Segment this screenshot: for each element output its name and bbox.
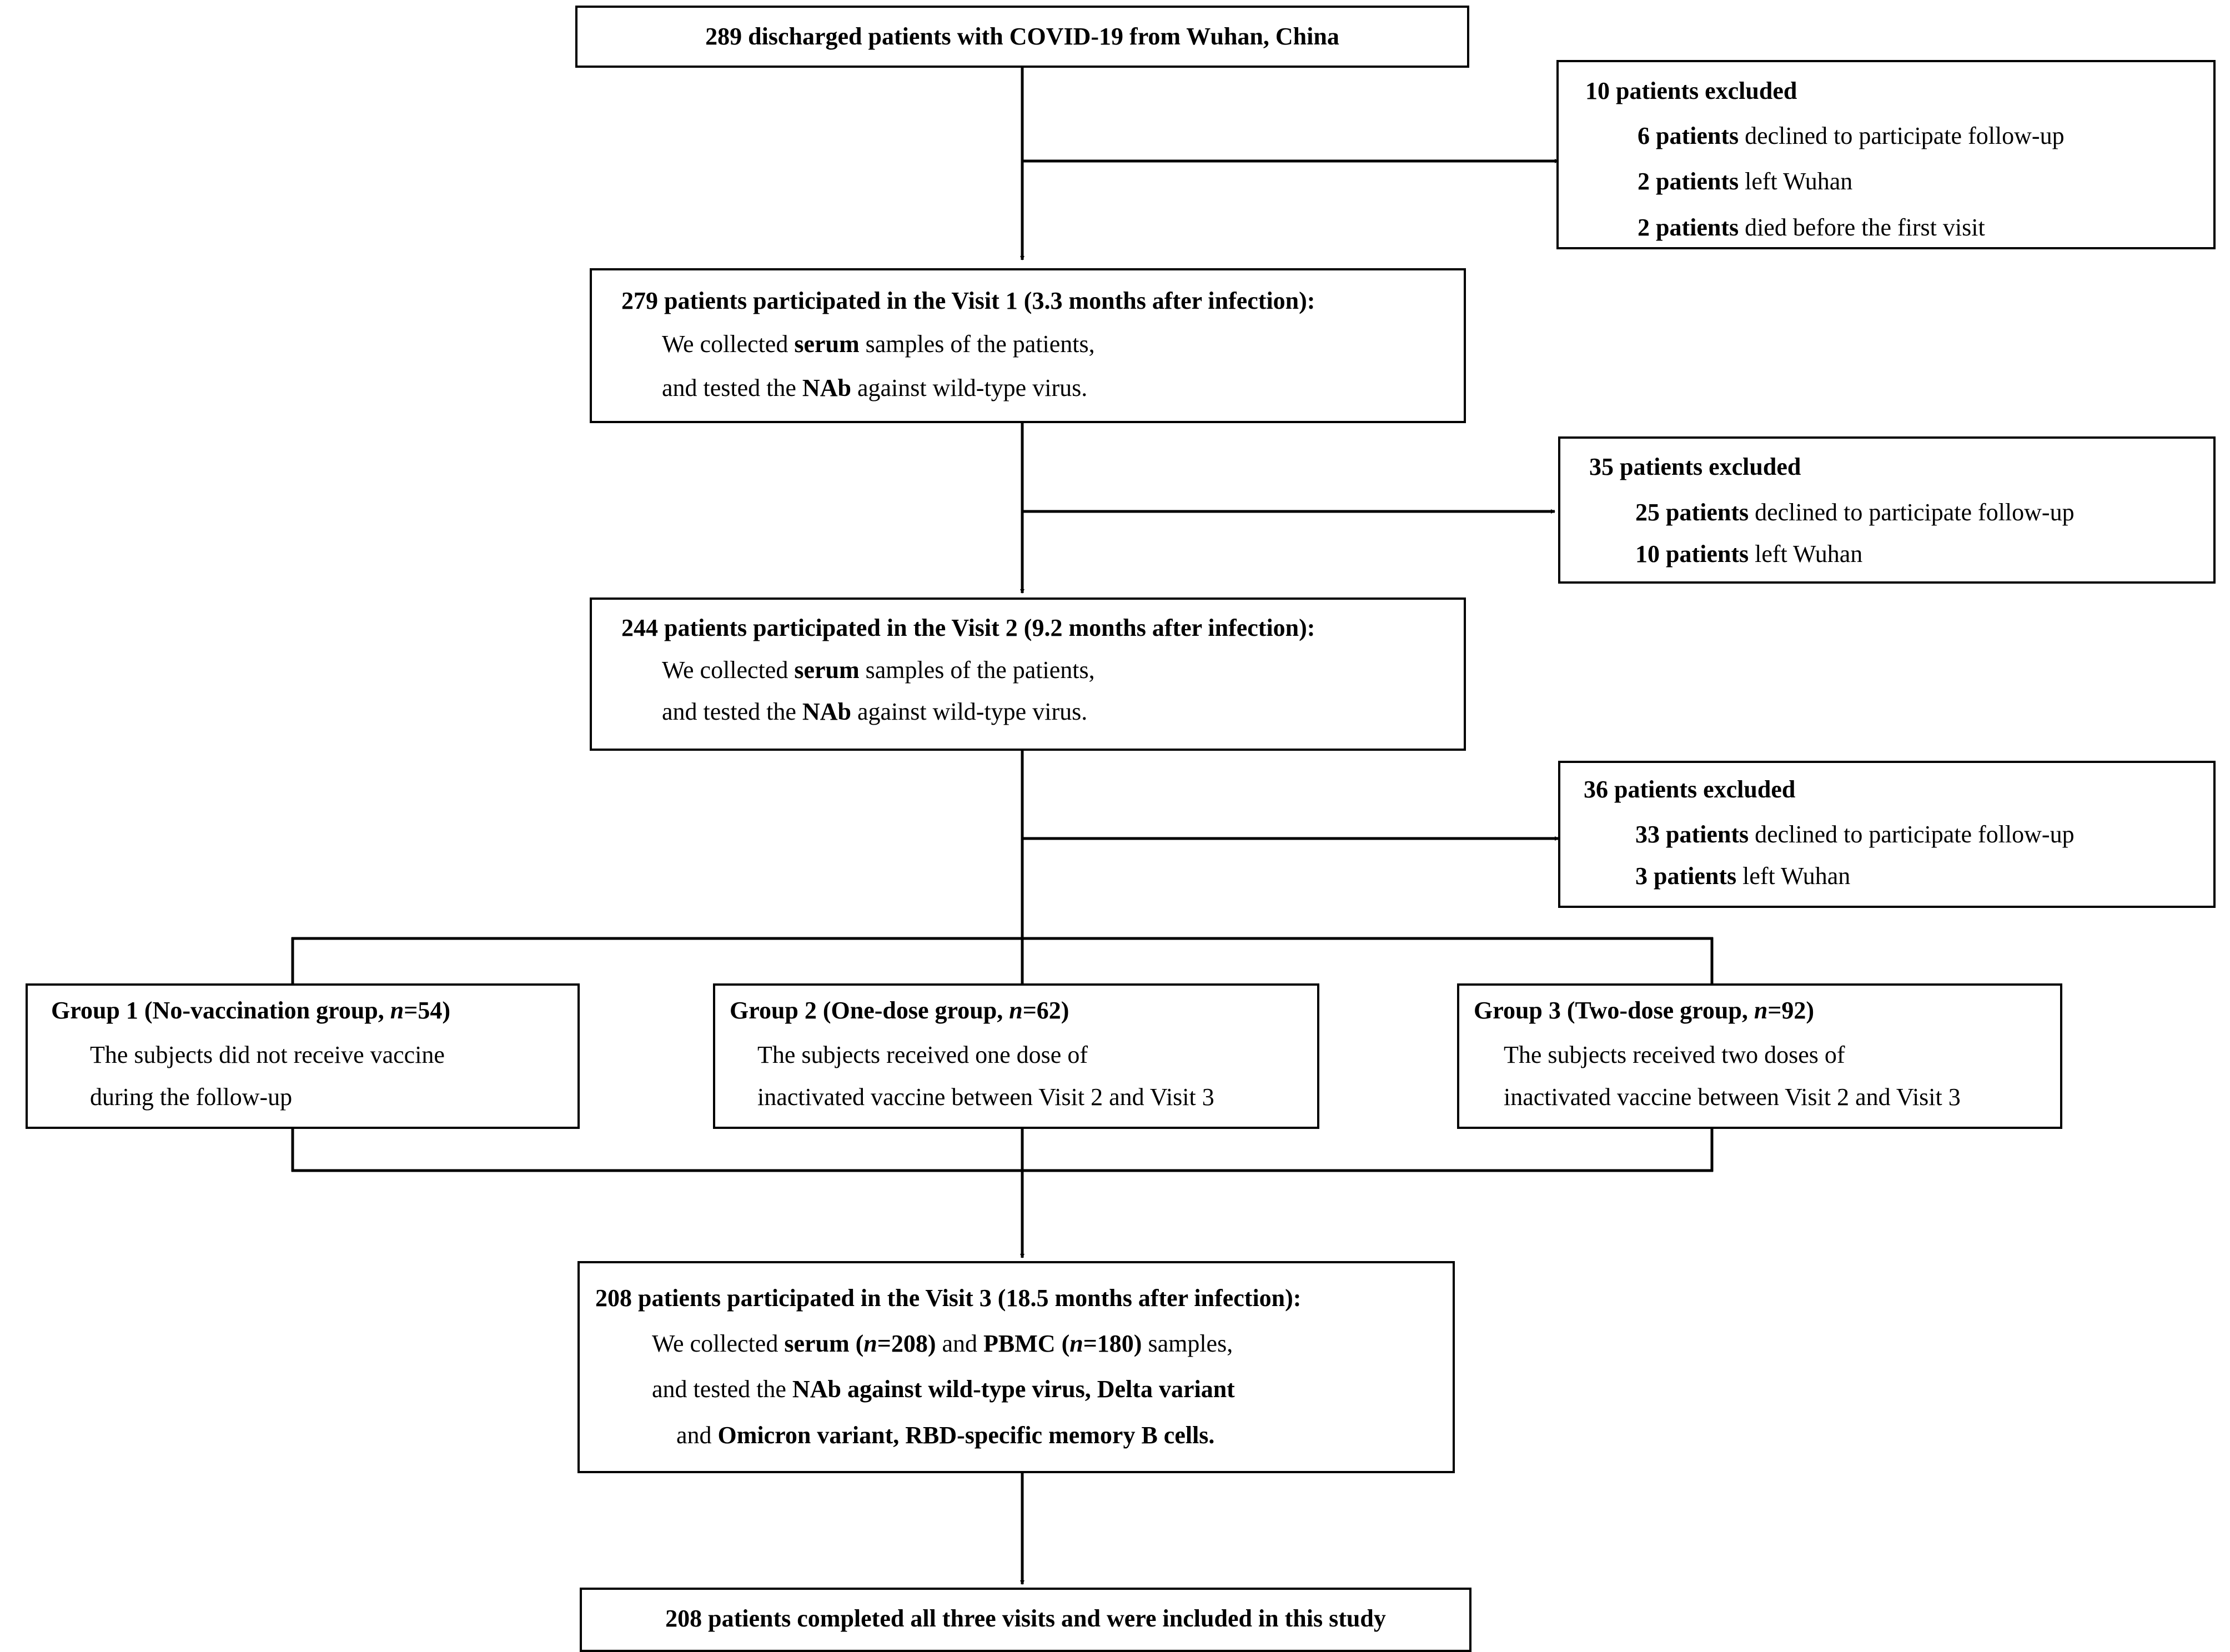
visit-2-line: and tested the NAb against wild-type vir… [662,698,1088,725]
visit-2-box: 244 patients participated in the Visit 2… [590,597,1466,751]
exclusion-3-item: 33 patients declined to participate foll… [1635,821,2075,848]
exclusion-2-item: 25 patients declined to participate foll… [1635,499,2075,526]
group-1-title: Group 1 (No-vaccination group, n=54) [51,997,450,1024]
exclusion-1-item: 2 patients died before the first visit [1638,214,1985,241]
start-box-text: 289 discharged patients with COVID-19 fr… [705,23,1339,50]
exclusion-box-2: 35 patients excluded 25 patients decline… [1558,436,2216,584]
group-1-line: The subjects did not receive vaccine [90,1041,445,1068]
visit-3-line: and tested the NAb against wild-type vir… [652,1375,1235,1403]
group-3-box: Group 3 (Two-dose group, n=92) The subje… [1457,983,2062,1129]
group-3-line: inactivated vaccine between Visit 2 and … [1504,1083,1961,1111]
group-2-title: Group 2 (One-dose group, n=62) [730,997,1069,1024]
exclusion-2-title: 35 patients excluded [1589,453,1801,480]
group-1-line: during the follow-up [90,1083,293,1111]
exclusion-3-item: 3 patients left Wuhan [1635,862,1851,890]
visit-2-title: 244 patients participated in the Visit 2… [621,614,1315,641]
exclusion-1-title: 10 patients excluded [1585,77,1797,104]
start-box: 289 discharged patients with COVID-19 fr… [575,6,1469,68]
visit-3-line: and Omicron variant, RBD-specific memory… [676,1422,1215,1449]
visit-1-line: We collected serum samples of the patien… [662,330,1095,358]
visit-3-box: 208 patients participated in the Visit 3… [577,1261,1455,1473]
group-1-box: Group 1 (No-vaccination group, n=54) The… [26,983,580,1129]
group-2-line: The subjects received one dose of [757,1041,1088,1068]
visit-1-title: 279 patients participated in the Visit 1… [621,287,1315,314]
exclusion-3-title: 36 patients excluded [1584,776,1796,803]
final-box-text: 208 patients completed all three visits … [665,1605,1386,1632]
group-2-box: Group 2 (One-dose group, n=62) The subje… [713,983,1319,1129]
group-2-line: inactivated vaccine between Visit 2 and … [757,1083,1214,1111]
exclusion-box-1: 10 patients excluded 6 patients declined… [1556,60,2216,249]
visit-3-line: We collected serum (n=208) and PBMC (n=1… [652,1330,1233,1357]
exclusion-box-3: 36 patients excluded 33 patients decline… [1558,761,2216,908]
visit-1-box: 279 patients participated in the Visit 1… [590,268,1466,423]
visit-3-title: 208 patients participated in the Visit 3… [595,1284,1302,1312]
group-3-title: Group 3 (Two-dose group, n=92) [1474,997,1815,1024]
visit-2-line: We collected serum samples of the patien… [662,656,1095,684]
group-3-line: The subjects received two doses of [1504,1041,1845,1068]
visit-1-line: and tested the NAb against wild-type vir… [662,374,1088,401]
exclusion-2-item: 10 patients left Wuhan [1635,540,1863,568]
final-box: 208 patients completed all three visits … [580,1588,1471,1652]
exclusion-1-item: 6 patients declined to participate follo… [1638,122,2065,149]
exclusion-1-item: 2 patients left Wuhan [1638,168,1853,195]
